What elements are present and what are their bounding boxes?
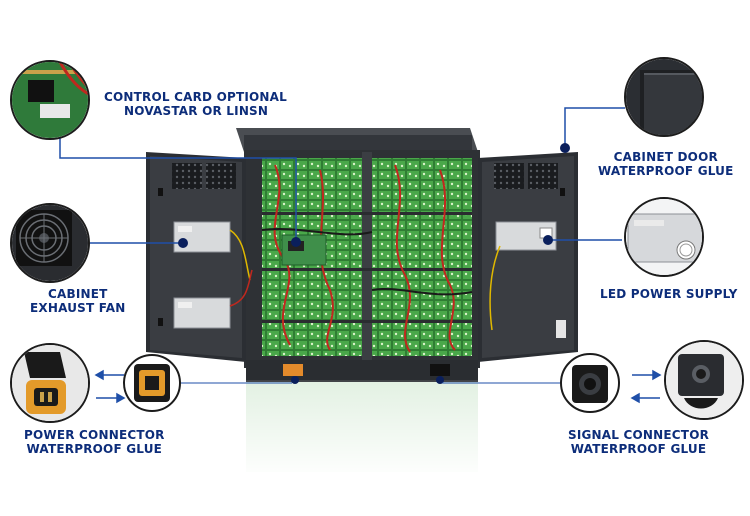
control-card-label-line2: NOVASTAR OR LINSN bbox=[124, 104, 269, 118]
left-door bbox=[146, 152, 253, 362]
right-door bbox=[478, 152, 578, 362]
exhaust-fan-label-line2: EXHAUST FAN bbox=[30, 301, 126, 315]
cabinet-door-label-line2: WATERPROOF GLUE bbox=[598, 164, 734, 178]
led-power-supply-label-line1: LED POWER SUPPLY bbox=[600, 287, 738, 301]
signal-connector-detail bbox=[560, 353, 620, 413]
control-card-photo bbox=[10, 60, 90, 140]
control-card-label-line1: CONTROL CARD OPTIONAL bbox=[104, 90, 287, 104]
power-connector-detail bbox=[123, 354, 181, 412]
led-power-supply-label: LED POWER SUPPLY bbox=[600, 287, 737, 301]
power-connector-label: POWER CONNECTOR WATERPROOF GLUE bbox=[24, 428, 165, 456]
exhaust-fan-label-line1: CABINET bbox=[47, 287, 108, 301]
exhaust-fan-photo bbox=[10, 203, 90, 283]
callout-lines bbox=[59, 107, 625, 244]
power-connector-label-line1: POWER CONNECTOR bbox=[24, 428, 165, 442]
cabinet-door-label: CABINET DOOR WATERPROOF GLUE bbox=[598, 150, 734, 178]
connector-arrows bbox=[94, 369, 662, 404]
signal-connector-label: SIGNAL CONNECTOR WATERPROOF GLUE bbox=[568, 428, 709, 456]
signal-connector-label-line2: WATERPROOF GLUE bbox=[570, 442, 707, 456]
cabinet-door-photo bbox=[624, 57, 704, 137]
callout-dots bbox=[178, 143, 570, 384]
cabinet bbox=[236, 128, 484, 480]
signal-connector-label-line1: SIGNAL CONNECTOR bbox=[568, 428, 710, 442]
control-card-label: CONTROL CARD OPTIONAL NOVASTAR OR LINSN bbox=[104, 90, 287, 118]
led-power-supply-photo bbox=[624, 197, 704, 277]
exhaust-fan-label: CABINET EXHAUST FAN bbox=[30, 287, 126, 315]
power-connector-photo bbox=[10, 343, 90, 423]
signal-connector-photo bbox=[664, 340, 744, 420]
power-connector-label-line2: WATERPROOF GLUE bbox=[26, 442, 163, 456]
cabinet-door-label-line1: CABINET DOOR bbox=[613, 150, 718, 164]
